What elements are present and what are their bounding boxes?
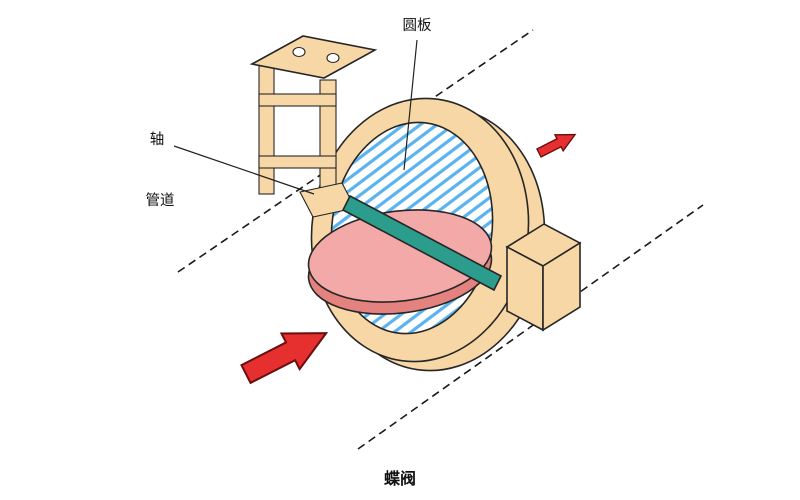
caption-butterfly-valve: 蝶阀 [384, 469, 416, 488]
mounting-bracket [249, 35, 378, 218]
bracket-lower-strut [258, 155, 337, 169]
flow-arrow-small [536, 133, 577, 158]
bracket-top-plate [249, 35, 378, 79]
label-shaft: 轴 [150, 131, 165, 148]
side-block-right-face [542, 241, 581, 332]
label-pipe: 管道 [146, 192, 175, 209]
bracket-bolt-hole-left [292, 46, 306, 58]
leader-line-shaft-label [173, 145, 315, 195]
side-block [505, 223, 582, 332]
disc-face [307, 209, 493, 303]
label-disc: 圆板 [403, 16, 432, 34]
bracket-bolt-hole-right [326, 52, 340, 64]
bracket-left-column [258, 65, 275, 195]
pipe-dashed-line-lower [357, 204, 704, 450]
flow-arrow-large [240, 332, 329, 385]
shaft-bar [341, 194, 503, 292]
bracket-upper-strut [258, 93, 337, 107]
leader-line-disc-label [403, 39, 418, 171]
